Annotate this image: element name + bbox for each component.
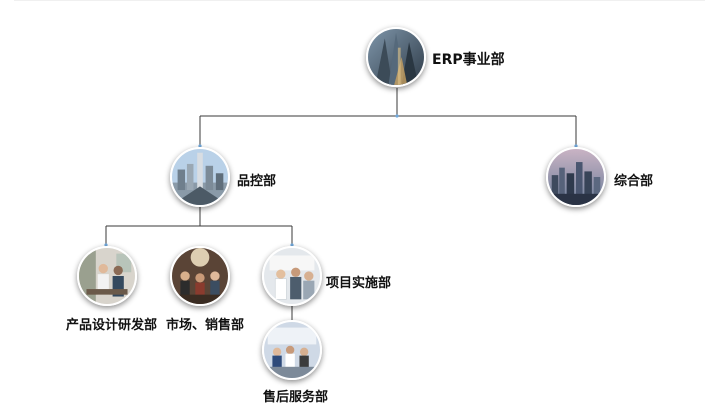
service-photo bbox=[262, 320, 322, 380]
product-label: 产品设计研发部 bbox=[66, 318, 158, 333]
quality-photo bbox=[170, 147, 230, 207]
project-label: 项目实施部 bbox=[326, 276, 392, 291]
joint-dot bbox=[104, 243, 108, 247]
erp-photo bbox=[366, 27, 426, 87]
sales-label: 市场、销售部 bbox=[166, 318, 245, 333]
project-photo bbox=[262, 246, 322, 306]
joint-dot bbox=[395, 114, 399, 118]
product-photo bbox=[77, 246, 137, 306]
joint-dot bbox=[574, 144, 578, 148]
general-label: 综合部 bbox=[614, 174, 654, 189]
general-photo bbox=[546, 147, 606, 207]
joint-dot bbox=[198, 144, 202, 148]
joint-dot bbox=[290, 243, 294, 247]
top-divider bbox=[14, 0, 705, 1]
erp-label: ERP事业部 bbox=[432, 52, 505, 68]
sales-photo bbox=[170, 246, 230, 306]
quality-label: 品控部 bbox=[237, 174, 277, 189]
service-label: 售后服务部 bbox=[263, 390, 329, 405]
